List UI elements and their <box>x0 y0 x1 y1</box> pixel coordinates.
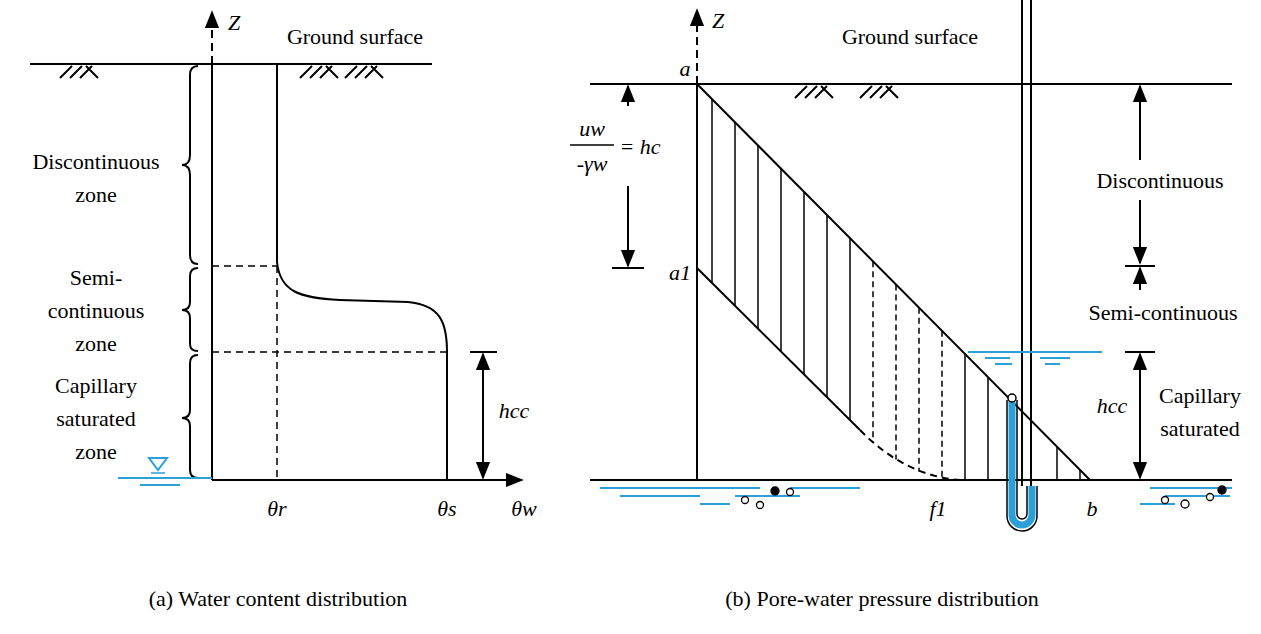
hatch-line <box>895 285 897 460</box>
label: Z <box>228 6 240 39</box>
hatch-line <box>757 145 759 328</box>
hatch-line <box>1056 447 1058 480</box>
label: (b) Pore-water pressure distribution <box>725 582 1038 615</box>
hatch-line <box>849 238 851 420</box>
label: (a) Water content distribution <box>149 582 408 615</box>
hatch-line <box>803 192 805 375</box>
label: b <box>1087 492 1098 525</box>
hatch-line <box>1079 470 1081 480</box>
label: θw <box>511 492 536 525</box>
label: = hc <box>617 130 662 163</box>
hatch-line <box>780 169 782 352</box>
hatch-line <box>918 308 920 472</box>
hatch-line <box>964 354 966 480</box>
hatch-line <box>711 99 713 283</box>
hatch-line <box>734 122 736 305</box>
label: Semi-continuous zone <box>40 261 152 360</box>
label: Discontinuous zone <box>21 145 171 211</box>
label: Discontinuous <box>1094 164 1225 197</box>
label: uw <box>579 112 605 145</box>
hatch-line <box>987 377 989 480</box>
label: Semi-continuous <box>1086 296 1239 329</box>
hatch-line <box>826 215 828 397</box>
hatch-line <box>941 331 943 479</box>
hatch-line <box>872 261 874 442</box>
label: f1 <box>929 492 946 525</box>
label: -γw <box>577 147 608 180</box>
label: hcc <box>1097 389 1128 422</box>
label: Ground surface <box>842 20 978 53</box>
label: Capillary saturated zone <box>40 369 152 468</box>
label: a <box>680 52 691 85</box>
label: θr <box>267 492 286 525</box>
label: θs <box>437 492 456 525</box>
label: Capillary saturated <box>1152 379 1248 445</box>
label: a1 <box>669 256 691 289</box>
label: Ground surface <box>287 20 423 53</box>
label: hcc <box>499 394 530 427</box>
label: Z <box>712 4 724 37</box>
